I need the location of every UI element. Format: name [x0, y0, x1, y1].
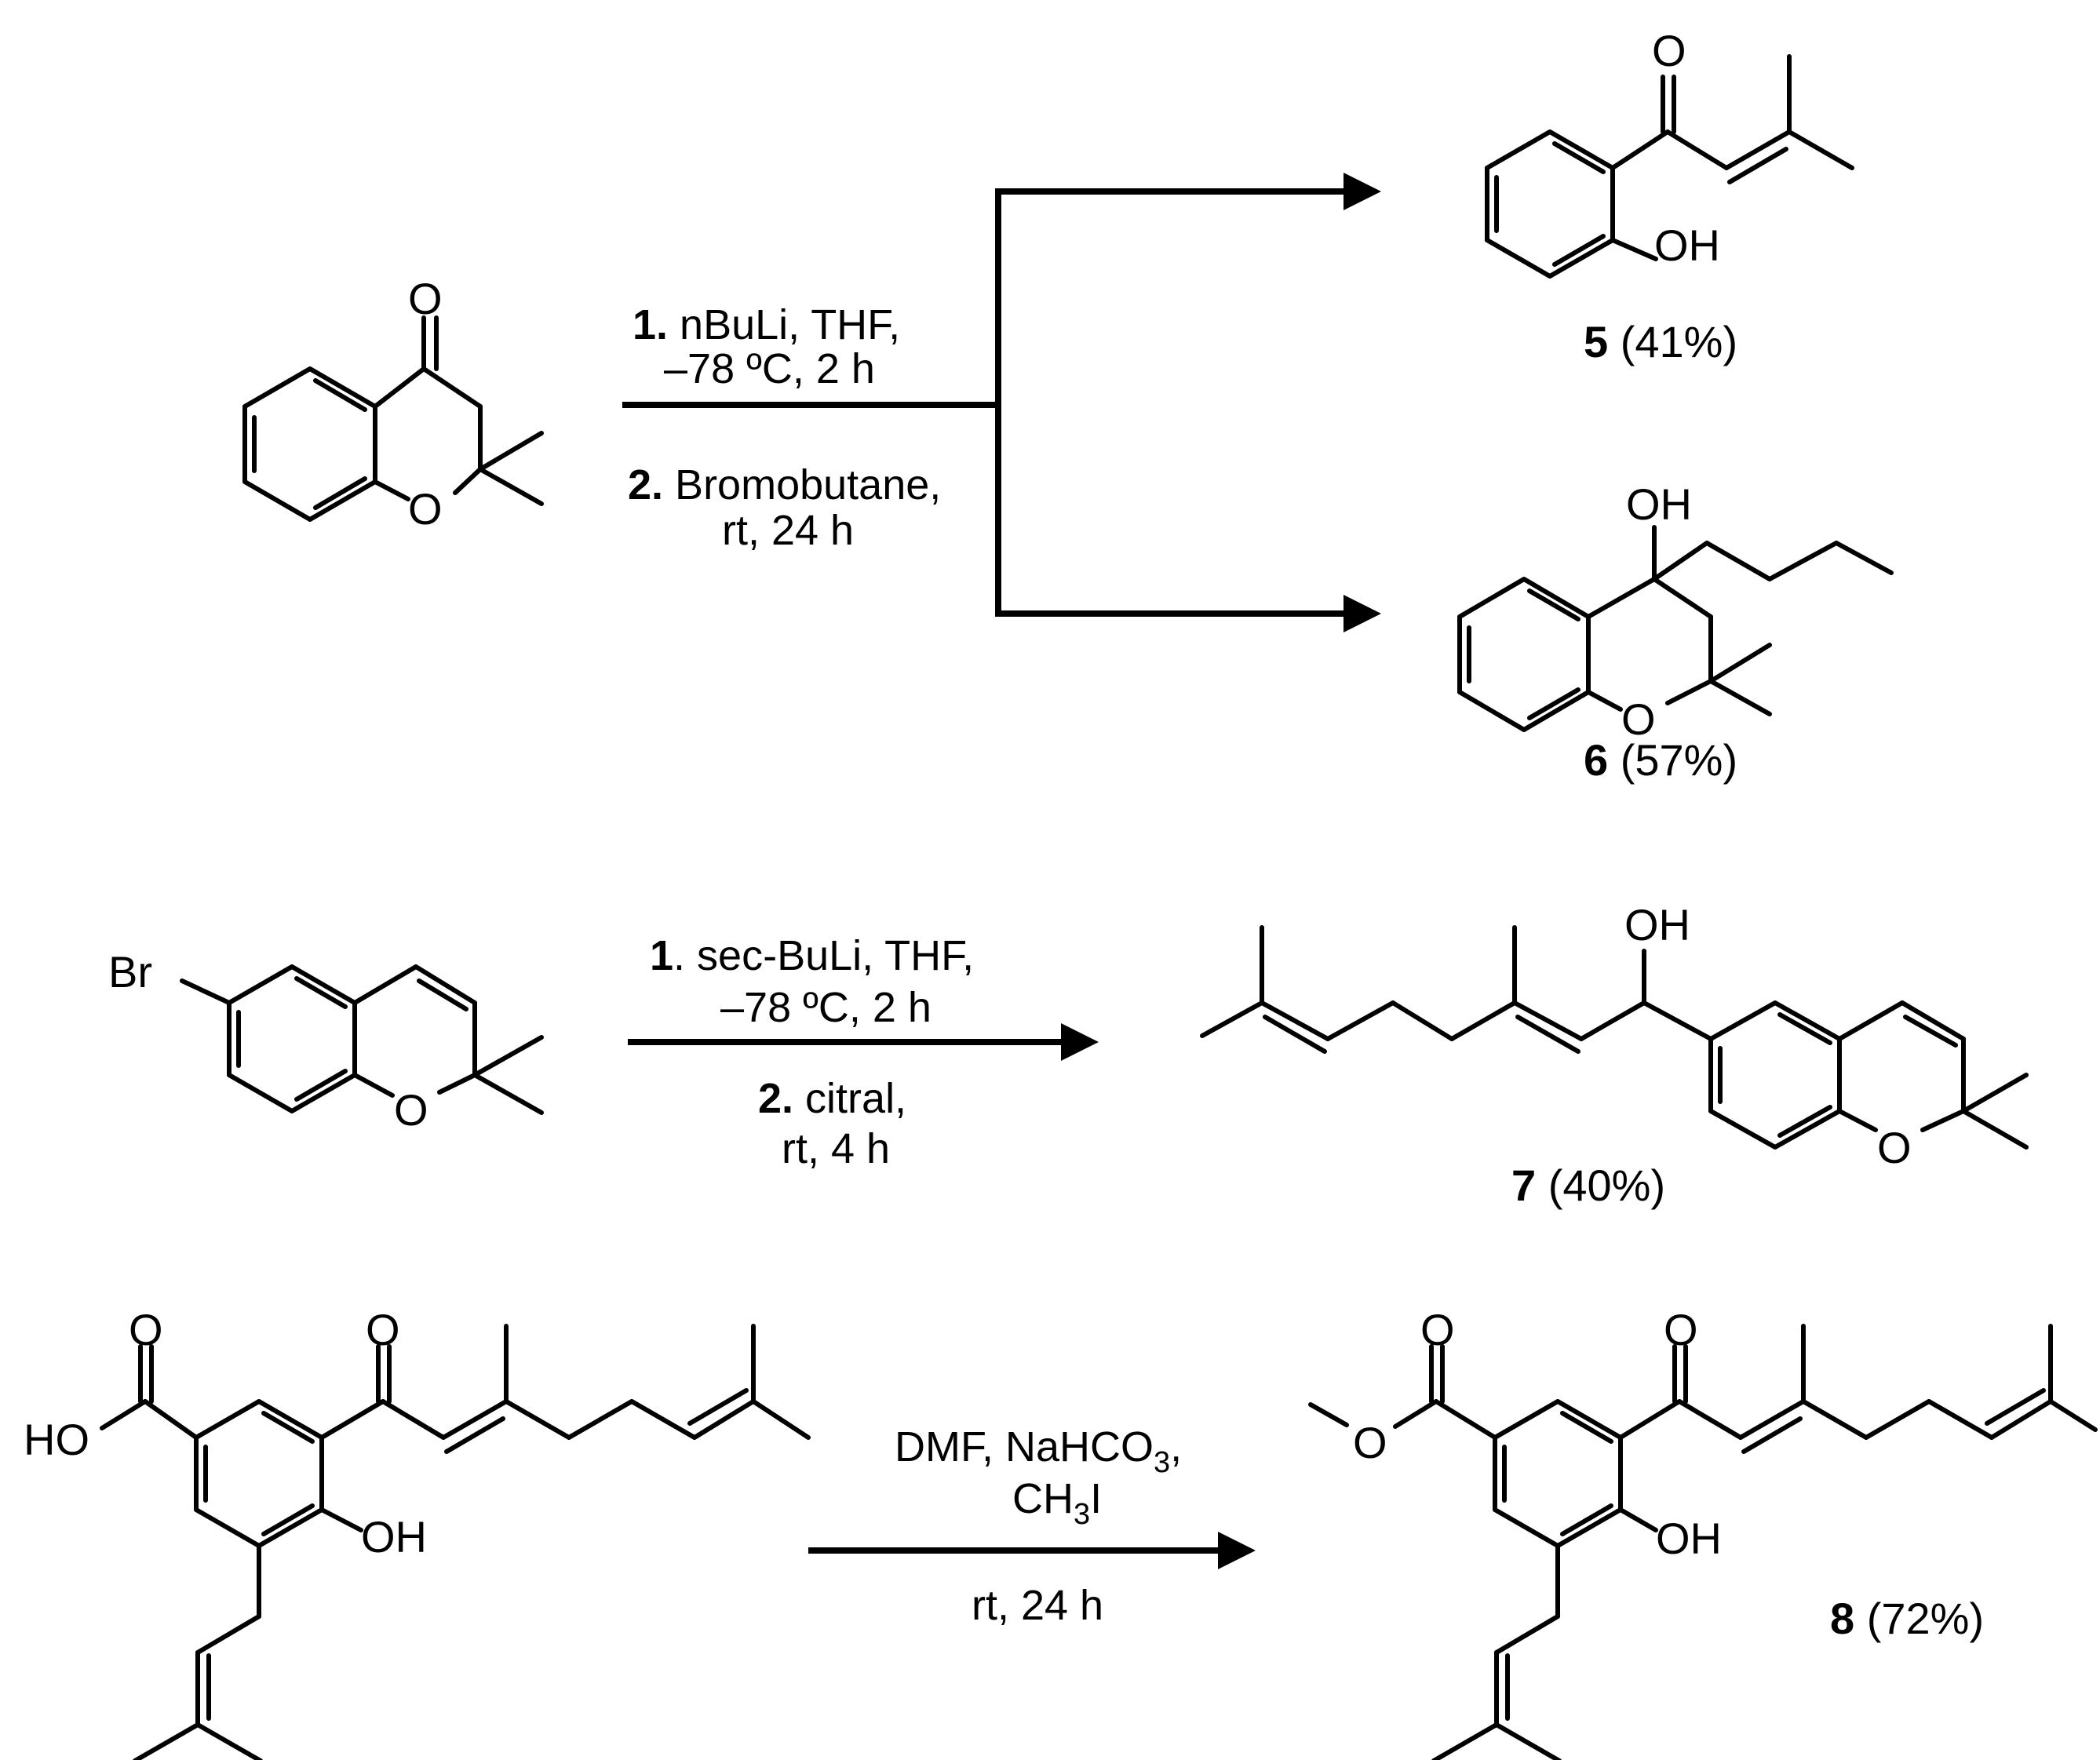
product-7-label: 7 (40%) — [1511, 1161, 1665, 1210]
rxn3-conditions-line1: DMF, NaHCO3, — [895, 1423, 1182, 1479]
chromanone-structure — [242, 315, 544, 522]
product-6-hydroxyl: OH — [1626, 479, 1692, 529]
acid-phenol-label: OH — [361, 1512, 427, 1561]
product-5-number: 5 — [1584, 317, 1608, 366]
carbonyl-oxygen-label: O — [408, 274, 443, 323]
product-8-number: 8 — [1830, 1594, 1854, 1643]
rxn2-step1-reagents: . sec-BuLi, THF, — [673, 932, 974, 979]
rxn2-step2-number: 2. — [758, 1075, 793, 1122]
product-6-yield: (57%) — [1608, 735, 1737, 785]
rxn2-arrow — [628, 1023, 1099, 1061]
rxn3-reagent-b: CH — [1012, 1475, 1074, 1522]
product-5-hydroxyl: OH — [1654, 220, 1720, 270]
product-8-ester-oxygen: O — [1353, 1418, 1387, 1467]
product-8-label: 8 (72%) — [1830, 1594, 1984, 1643]
product-6-ring-oxygen: O — [1621, 694, 1656, 744]
product-6-number: 6 — [1584, 735, 1608, 785]
product-7-hydroxyl: OH — [1624, 900, 1690, 949]
rxn1-step1-reagents: nBuLi, THF, — [668, 301, 900, 348]
product-8-structure — [1308, 1324, 2098, 1760]
rxn1-branch-arrow — [622, 173, 1381, 632]
product-5-yield: (41%) — [1608, 317, 1737, 366]
product-6-label: 6 (57%) — [1584, 735, 1737, 785]
product-8-ketone-oxygen: O — [1664, 1305, 1698, 1354]
rxn3-reagent-a: DMF, NaHCO — [895, 1423, 1154, 1470]
bromochromene-structure — [180, 964, 544, 1115]
rxn1-step1: 1. nBuLi, THF, — [633, 301, 900, 348]
rxn2-step2-reagents: citral, — [793, 1075, 906, 1122]
rxn3-reagent-b-rest: I — [1090, 1475, 1102, 1522]
acid-starting-material-structure — [100, 1324, 811, 1760]
acid-carboxyl-oxygen: O — [129, 1305, 163, 1354]
rxn1-step2-reagents: Bromobutane, — [663, 461, 941, 508]
product-7-structure — [1200, 925, 2029, 1150]
rxn1-step1-conditions: –78 ºC, 2 h — [664, 345, 875, 392]
product-5-carbonyl-oxygen: O — [1652, 26, 1686, 75]
rxn3-arrow — [808, 1532, 1256, 1569]
product-8-phenol-label: OH — [1656, 1514, 1722, 1563]
product-5-structure — [1485, 54, 1854, 279]
rxn1-step2-number: 2. — [628, 461, 663, 508]
product-8-yield: (72%) — [1854, 1594, 1984, 1643]
acid-ketone-oxygen: O — [366, 1305, 400, 1354]
rxn1-step2: 2. Bromobutane, — [628, 461, 941, 508]
product-7-ring-oxygen: O — [1877, 1123, 1912, 1172]
acid-hydroxyl-label: HO — [24, 1415, 89, 1464]
rxn3-reagent-a-subscript: 3 — [1154, 1446, 1170, 1479]
bromine-label: Br — [108, 947, 152, 997]
rxn2-step2: 2. citral, — [758, 1075, 906, 1122]
rxn2-step1: 1. sec-BuLi, THF, — [650, 932, 974, 979]
rxn3-conditions-line3: rt, 24 h — [972, 1582, 1103, 1629]
rxn3-conditions-line2: CH3I — [1012, 1475, 1102, 1531]
bromochromene-oxygen: O — [394, 1085, 428, 1135]
rxn3-reagent-a-comma: , — [1170, 1423, 1182, 1470]
product-7-number: 7 — [1511, 1161, 1536, 1210]
rxn1-step2-conditions: rt, 24 h — [722, 507, 854, 554]
rxn1-step1-number: 1. — [633, 301, 668, 348]
rxn2-step2-conditions: rt, 4 h — [782, 1125, 890, 1172]
ring-oxygen-label: O — [408, 484, 443, 534]
rxn2-step1-conditions: –78 ºC, 2 h — [720, 984, 932, 1031]
product-5-label: 5 (41%) — [1584, 317, 1737, 366]
product-8-ester-carbonyl-oxygen: O — [1420, 1305, 1455, 1354]
rxn3-reagent-b-subscript: 3 — [1074, 1498, 1090, 1531]
product-6-structure — [1457, 525, 1894, 732]
rxn2-step1-number: 1 — [650, 932, 673, 979]
product-7-yield: (40%) — [1536, 1161, 1665, 1210]
